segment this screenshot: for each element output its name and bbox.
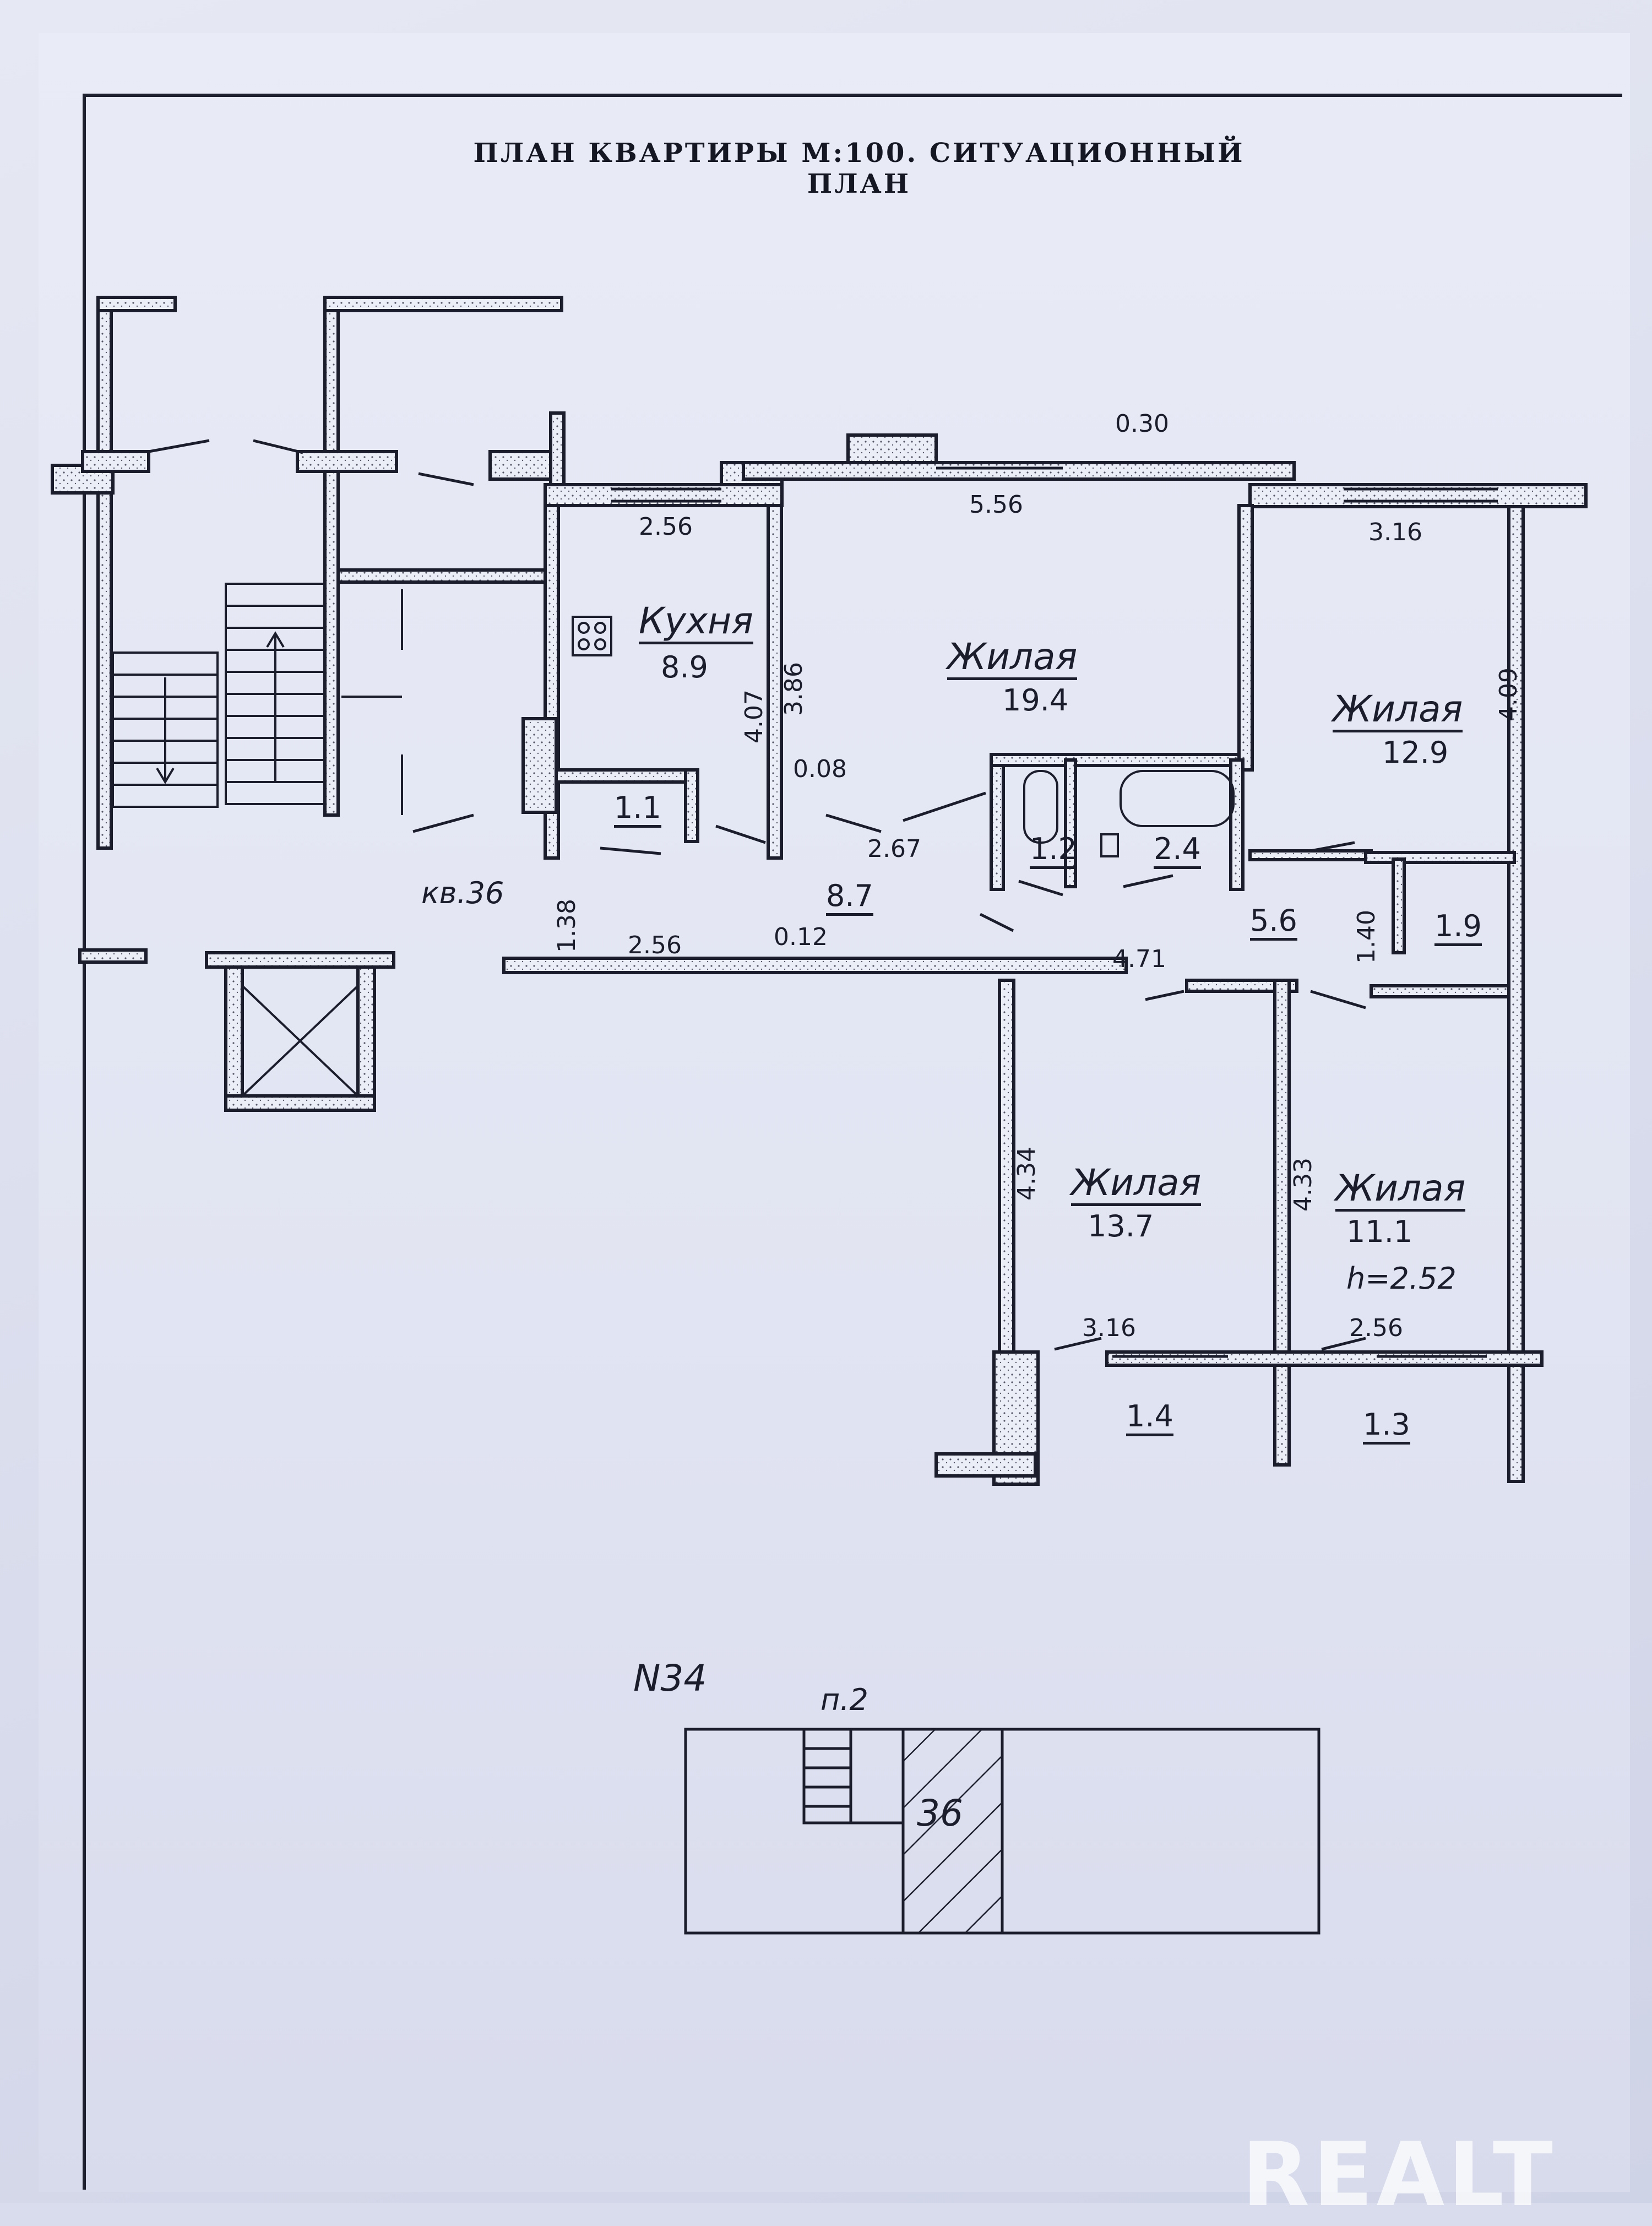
dim-kitchen-width: 2.56 xyxy=(639,513,693,541)
dim-se-depth: 4.33 xyxy=(1289,1158,1317,1212)
wc-area: 1.2 xyxy=(1030,834,1077,869)
dim-se-width: 2.56 xyxy=(1349,1314,1403,1342)
dim-corridor-len: 4.71 xyxy=(1112,945,1166,973)
dim-closet-depth: 1.40 xyxy=(1352,910,1381,964)
living-sw-name: Жилая xyxy=(1071,1165,1202,1206)
kitchen-name: Кухня xyxy=(639,603,753,644)
kitchen-area: 8.9 xyxy=(661,650,708,685)
living-main-name: Жилая xyxy=(947,639,1078,680)
balcony-right-area: 1.3 xyxy=(1363,1410,1410,1445)
living-se-area: 11.1 xyxy=(1346,1214,1413,1249)
window-lines xyxy=(611,466,1498,1358)
situation-plan xyxy=(684,1728,1320,1935)
walls xyxy=(51,296,1588,1486)
living-ne-name: Жилая xyxy=(1333,691,1463,732)
dim-ne-depth: 4.09 xyxy=(1495,667,1523,721)
apartment-number: 36 xyxy=(917,1792,963,1834)
pantry-area: 1.1 xyxy=(614,793,661,828)
stairs xyxy=(112,583,403,815)
dim-hall-partition: 0.12 xyxy=(774,923,828,951)
door-swings xyxy=(148,439,1366,1351)
living-ne-area: 12.9 xyxy=(1382,735,1449,770)
dim-main-width: 5.56 xyxy=(969,491,1023,519)
living-main-area: 19.4 xyxy=(1002,683,1069,718)
realt-watermark: REALT xyxy=(1242,2123,1556,2226)
living-se-name: Жилая xyxy=(1335,1170,1466,1212)
dim-partition: 0.08 xyxy=(793,755,847,783)
dim-hall-width: 2.56 xyxy=(628,931,682,959)
dim-hall-depth: 1.38 xyxy=(553,899,581,953)
fixtures xyxy=(241,616,1235,1097)
page-border xyxy=(83,94,1622,2190)
dim-sw-width: 3.16 xyxy=(1082,1314,1136,1342)
dim-kitchen-depth-a: 4.07 xyxy=(740,689,768,743)
hall-area: 8.7 xyxy=(826,881,873,916)
document-title: ПЛАН КВАРТИРЫ М:100. СИТУАЦИОННЫЙ ПЛАН xyxy=(473,138,1245,199)
dim-top-wall: 0.30 xyxy=(1115,410,1169,438)
closet-area: 1.9 xyxy=(1434,911,1482,946)
balcony-left-area: 1.4 xyxy=(1126,1402,1173,1436)
building-number: N34 xyxy=(633,1657,707,1700)
bath-area: 2.4 xyxy=(1154,834,1201,869)
entrance-label: п.2 xyxy=(820,1682,868,1717)
dim-bath-front: 2.67 xyxy=(867,835,921,863)
corridor-area: 5.6 xyxy=(1250,906,1297,941)
apartment-label: кв.36 xyxy=(421,876,504,910)
paper-sheet xyxy=(39,33,1630,2192)
ceiling-height: h=2.52 xyxy=(1346,1261,1457,1296)
dim-kitchen-depth-b: 3.86 xyxy=(780,662,808,716)
dim-ne-width: 3.16 xyxy=(1368,518,1422,546)
living-sw-area: 13.7 xyxy=(1088,1209,1154,1244)
dim-sw-depth: 4.34 xyxy=(1013,1147,1041,1201)
